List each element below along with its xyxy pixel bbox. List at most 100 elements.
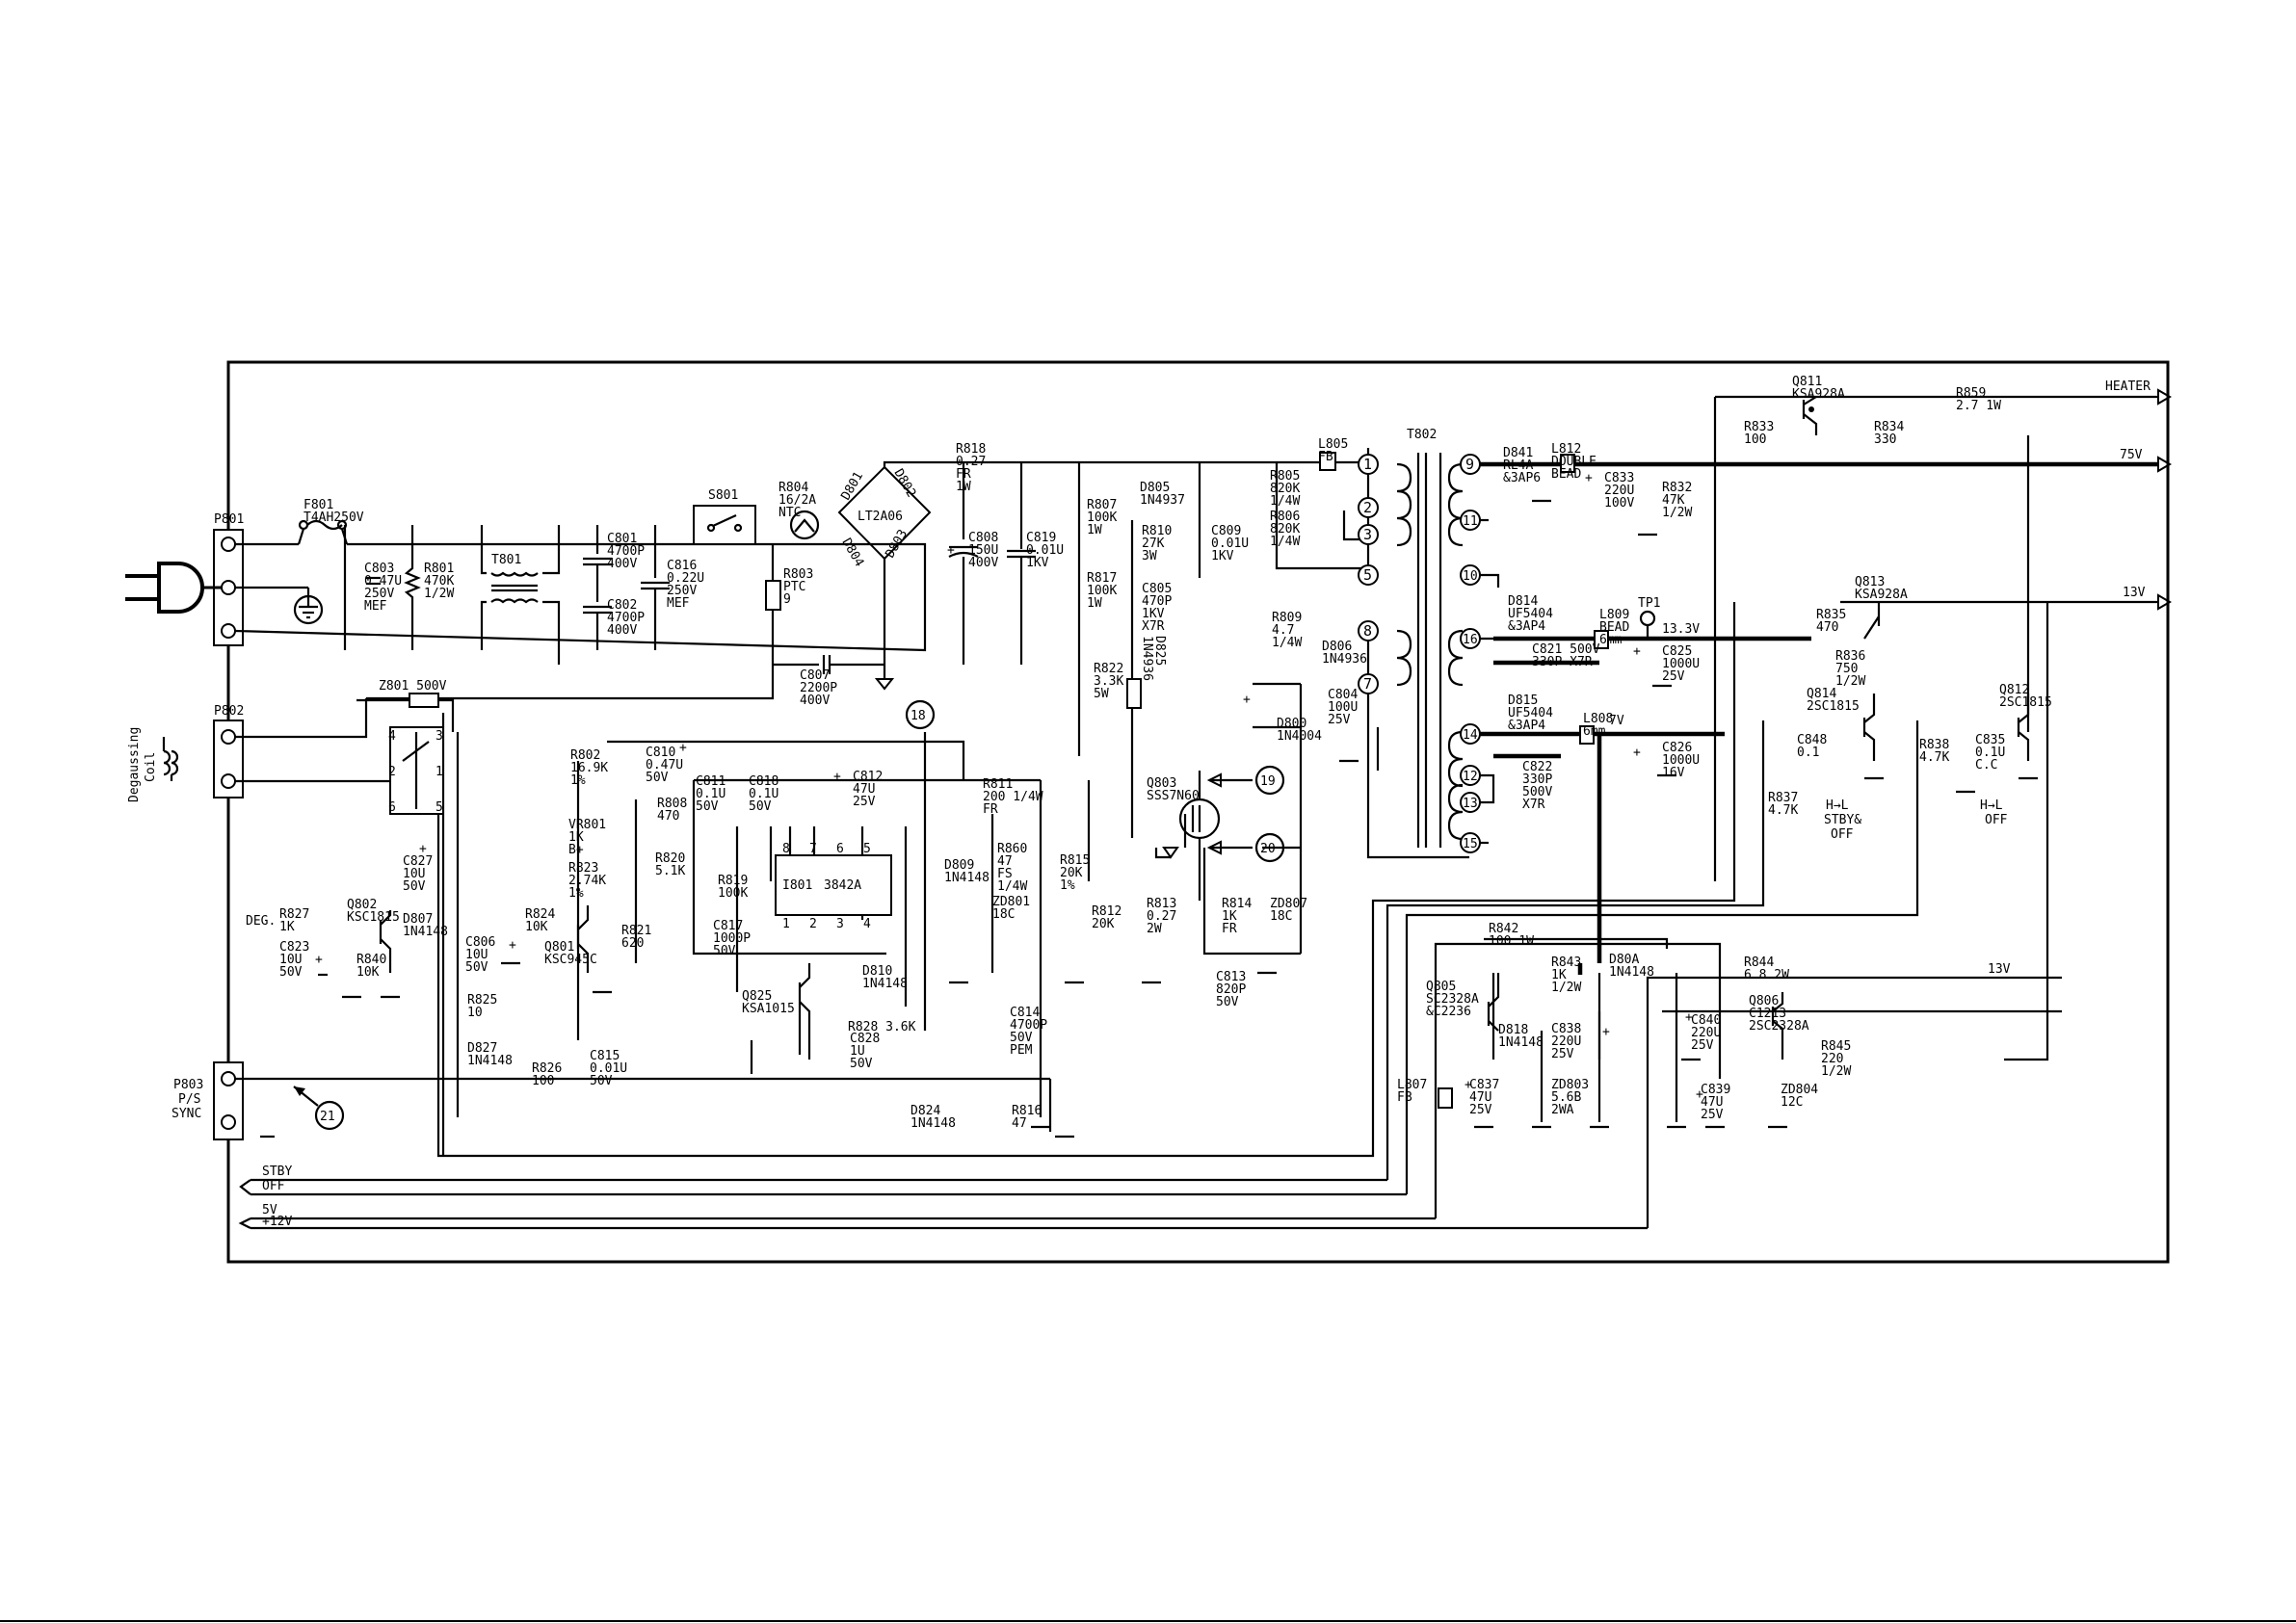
svg-text:+: + (1633, 746, 1641, 760)
svg-text:11: 11 (1463, 514, 1478, 529)
svg-text:8: 8 (1363, 622, 1372, 640)
svg-text:+: + (1602, 1025, 1610, 1039)
t802-secondary-pins: 9 11 10 16 14 12 13 15 (1460, 454, 1481, 853)
transformer-t801 (480, 525, 561, 665)
svg-text:+: + (679, 741, 687, 755)
test-point-20[interactable]: 20 (1254, 832, 1285, 863)
transistor-q811 (1802, 396, 1818, 435)
svg-text:5: 5 (435, 800, 443, 815)
ac-plug-icon (125, 562, 222, 614)
ferrite-bead-l805 (1319, 452, 1336, 471)
test-point-21[interactable]: 21 (314, 1100, 345, 1131)
mode-label-stby: H→L STBY& OFF (1824, 798, 1861, 842)
earth-ground-icon (293, 588, 324, 625)
svg-text:19: 19 (1260, 774, 1276, 789)
svg-text:+: + (509, 938, 516, 953)
svg-text:7: 7 (809, 842, 817, 856)
label-d802: D802 (891, 467, 919, 501)
p803-sublabel: P/S (178, 1092, 200, 1107)
svg-text:1: 1 (782, 917, 790, 931)
ic-i801[interactable] (775, 854, 892, 916)
test-point-tp1[interactable] (1639, 610, 1656, 627)
svg-text:3: 3 (1363, 526, 1372, 543)
svg-text:1: 1 (1363, 456, 1372, 473)
power-switch-s801[interactable] (693, 505, 756, 545)
transistor-q814 (1862, 694, 1876, 761)
signal-off: OFF (262, 1179, 285, 1193)
svg-text:H→L: H→L (1826, 798, 1849, 813)
transistor-q825 (798, 963, 811, 1060)
label-deg: DEG. (246, 914, 276, 929)
svg-text:8: 8 (782, 842, 790, 856)
label-t801: T801 (491, 553, 521, 567)
svg-text:+: + (1696, 1087, 1703, 1102)
transistor-q813 (1863, 602, 1881, 640)
svg-text:+: + (1685, 1010, 1693, 1025)
bead-l812 (1560, 454, 1575, 473)
signal-stby: STBY (262, 1165, 292, 1179)
surge-absorber-z801 (409, 693, 439, 708)
transistor-q806 (1771, 992, 1784, 1060)
svg-text:+: + (1585, 471, 1593, 485)
label-d804: D804 (839, 537, 867, 570)
svg-text:6: 6 (388, 800, 396, 815)
test-point-19[interactable]: 19 (1254, 765, 1285, 796)
resistor-r822 (1126, 678, 1142, 709)
svg-text:+: + (1633, 644, 1641, 659)
transistor-q805 (1487, 973, 1500, 1032)
bead-l808 (1579, 725, 1595, 745)
bead-l809 (1594, 630, 1609, 649)
test-point-18[interactable]: 18 (905, 699, 936, 730)
label-r828: R828 3.6K (848, 1020, 916, 1034)
mode-label-off: H→L OFF (1980, 798, 2008, 827)
